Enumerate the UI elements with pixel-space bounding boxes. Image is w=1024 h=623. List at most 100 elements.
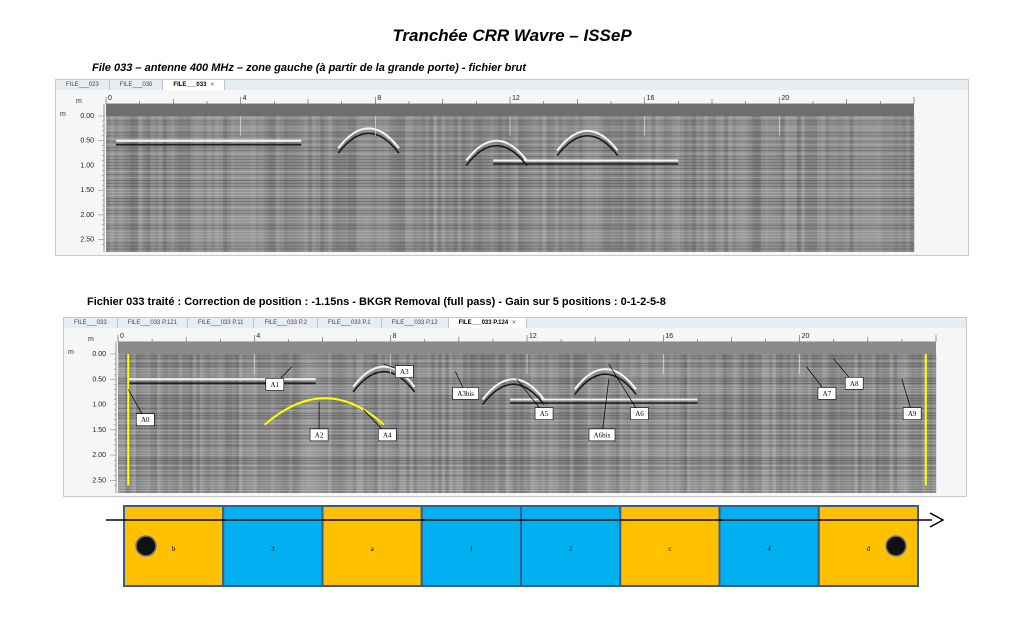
trace-column [400, 116, 406, 252]
trace-column [370, 354, 375, 493]
trace-column [470, 354, 475, 493]
hyperbola-dark [465, 144, 528, 166]
trace-column [461, 116, 466, 252]
trace-column [278, 354, 282, 493]
tab-file-033-p12[interactable]: FILE___033 P.12 [382, 318, 449, 328]
tab-file-033-p2[interactable]: FILE___033 P.2 [254, 318, 319, 328]
trace-column [559, 354, 563, 493]
trace-column [833, 116, 838, 252]
tab-file-033-p124[interactable]: FILE___033 P.124× [448, 318, 527, 328]
trace-column [639, 116, 644, 252]
trace-column [469, 116, 475, 252]
trace-column [743, 354, 748, 493]
trace-column [815, 354, 820, 493]
trace-column [651, 116, 656, 252]
trace-column [780, 116, 786, 252]
trace-column [360, 116, 365, 252]
trace-column [716, 116, 721, 252]
trace-column [320, 354, 325, 493]
trace-column [288, 354, 293, 493]
trace-column [199, 354, 204, 493]
trace-column [242, 354, 247, 493]
trace-column [854, 354, 859, 493]
trace-column [663, 116, 668, 252]
radargram-air-band [106, 104, 914, 116]
trace-column [847, 354, 852, 493]
close-icon[interactable]: × [512, 320, 516, 326]
trace-column [316, 116, 321, 252]
x-axis-unit: m [76, 98, 82, 105]
trace-column [106, 116, 111, 252]
trace-column [829, 116, 834, 252]
trace-column [203, 354, 208, 493]
trace-column [384, 116, 390, 252]
trace-column [655, 354, 659, 493]
tab-file-033-p11[interactable]: FILE___033 P.11 [188, 318, 255, 328]
trace-column [348, 116, 353, 252]
page-title: Tranchée CRR Wavre – ISSeP [392, 26, 632, 45]
trace-column [402, 354, 407, 493]
trace-column [449, 116, 454, 252]
caption-processed-file: Fichier 033 traité : Correction de posit… [87, 296, 666, 308]
trace-column [897, 116, 903, 252]
trench-section-label: c [668, 545, 671, 553]
trace-column [877, 116, 883, 252]
trace-column [185, 354, 190, 493]
trace-column [893, 116, 899, 252]
trace-column [342, 354, 347, 493]
trace-column [363, 354, 368, 493]
radargram-image [105, 104, 915, 252]
tab-file-023[interactable]: FILE___023 [56, 80, 110, 90]
trace-column [554, 116, 559, 252]
trace-column [839, 354, 844, 493]
tab-file-033-p1[interactable]: FILE___033 P.1 [318, 318, 382, 328]
trace-column [736, 116, 741, 252]
trace-column [477, 116, 483, 252]
trace-column [352, 116, 357, 252]
trace-column [275, 116, 281, 252]
trace-column [138, 116, 143, 252]
trace-column [800, 116, 806, 252]
trace-column [502, 354, 507, 493]
tab-file-033[interactable]: FILE___033 [64, 318, 118, 328]
trace-column [627, 116, 632, 252]
trace-column [896, 354, 901, 493]
trace-column [655, 116, 660, 252]
trace-column [580, 354, 585, 493]
trace-column [174, 354, 179, 493]
trace-column [150, 116, 155, 252]
annotation-box [135, 413, 155, 427]
trace-column [905, 116, 911, 252]
hyperbola-dark [556, 134, 619, 157]
trace-column [231, 354, 236, 493]
trace-column [142, 116, 147, 252]
trace-column [509, 354, 514, 493]
hyperbola-bright [465, 139, 528, 162]
x-tick-label: 4 [256, 333, 260, 340]
trace-column [542, 116, 547, 252]
trace-column [765, 354, 770, 493]
trace-column [114, 116, 119, 252]
trace-column [259, 116, 264, 252]
trace-column [631, 116, 636, 252]
tab-file-033[interactable]: FILE___033× [163, 80, 225, 90]
y-tick-label: 0.00 [92, 351, 106, 358]
trace-column [807, 354, 812, 493]
arrow-head-icon [929, 512, 945, 528]
trace-column [643, 116, 648, 252]
trace-column [932, 354, 937, 493]
close-icon[interactable]: × [210, 82, 214, 88]
tab-file-033-p121[interactable]: FILE___033 P.121 [118, 318, 188, 328]
trace-column [784, 116, 790, 252]
trace-column [903, 354, 908, 493]
trace-column [433, 116, 438, 252]
trace-column [530, 116, 535, 252]
trace-column [372, 116, 378, 252]
trace-column [310, 354, 315, 493]
trace-column [409, 354, 414, 493]
trace-column [211, 116, 216, 252]
trace-column [703, 116, 709, 252]
trace-column [434, 354, 439, 493]
tab-file-030[interactable]: FILE___030 [110, 80, 164, 90]
